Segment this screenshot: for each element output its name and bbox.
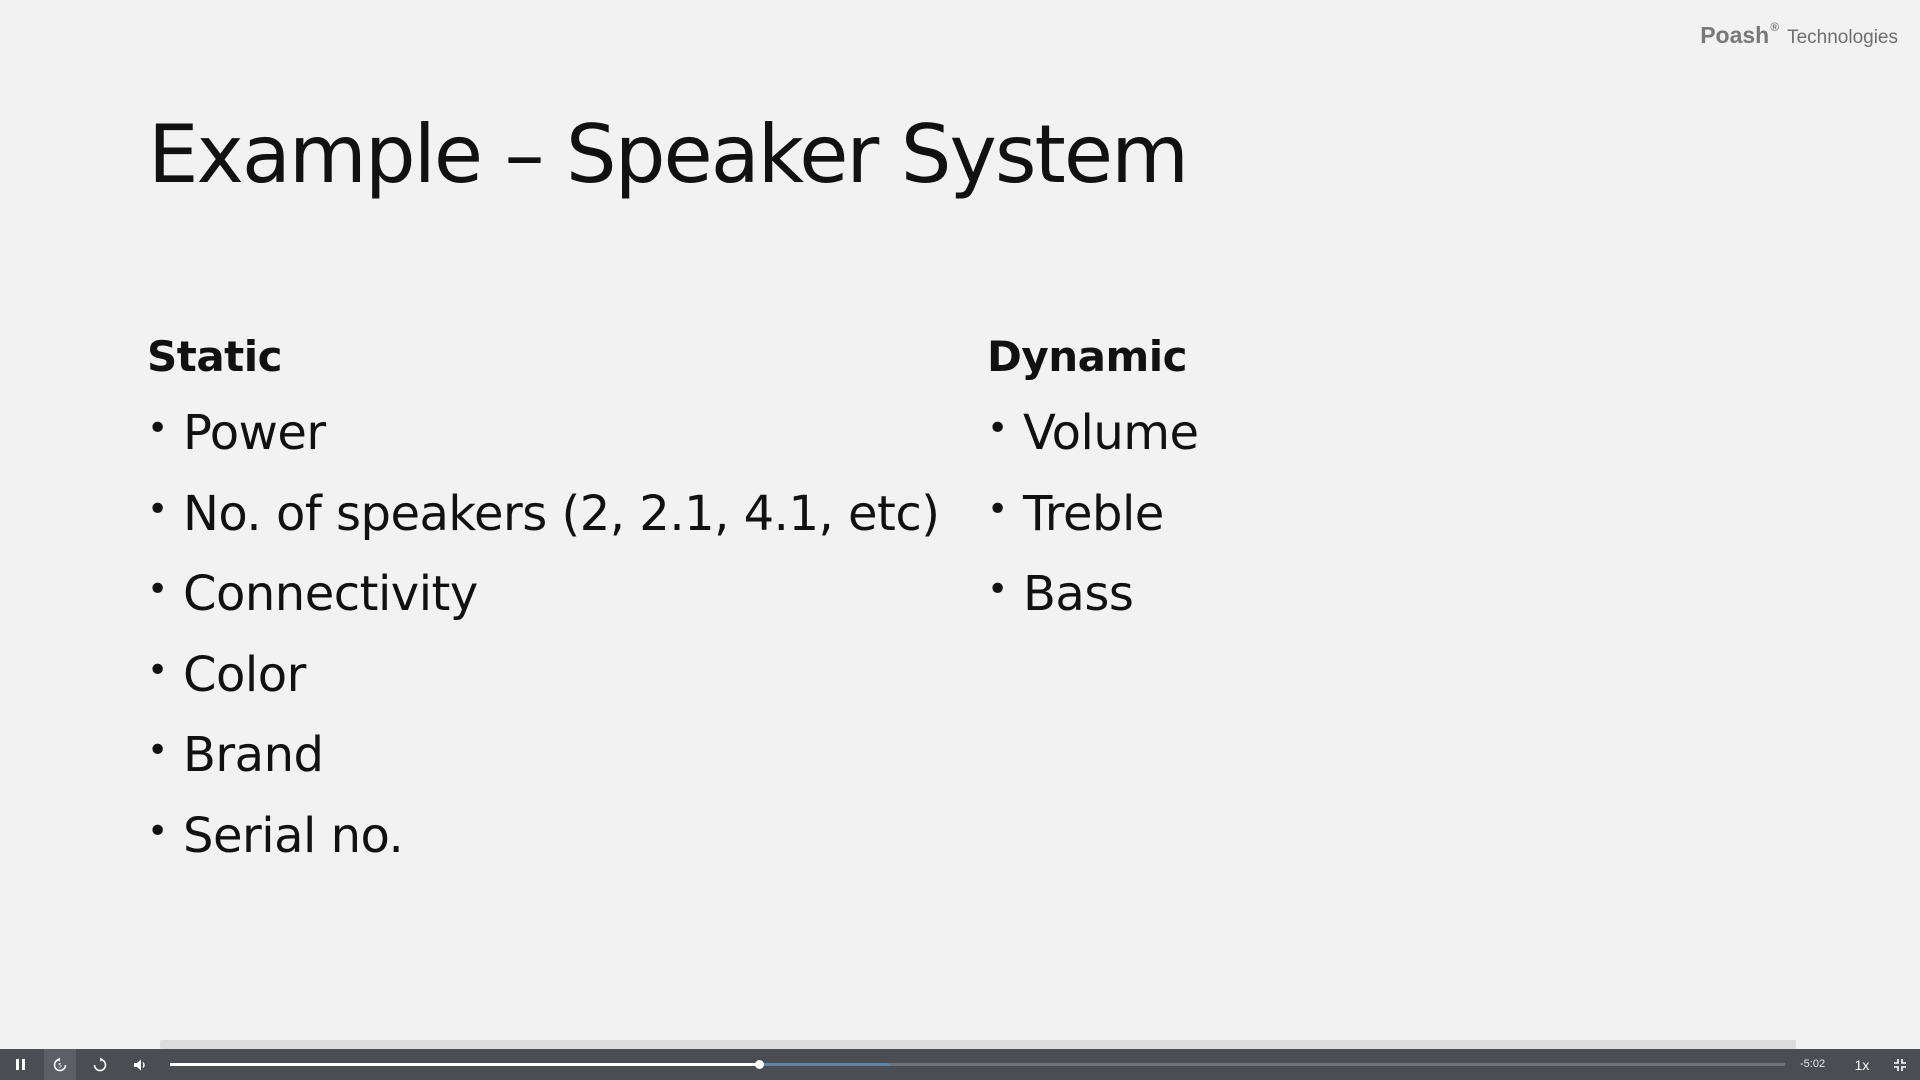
bullet-icon: • (147, 730, 168, 772)
bullet-icon: • (987, 408, 1008, 450)
dynamic-list: •Volume •Treble •Bass (987, 393, 1199, 635)
horizontal-scrollbar[interactable] (160, 1040, 1796, 1049)
progress-fill (170, 1063, 760, 1066)
static-column: Static •Power •No. of speakers (2, 2.1, … (147, 332, 940, 876)
forward-button[interactable] (84, 1049, 116, 1080)
bullet-icon: • (147, 408, 168, 450)
dynamic-column: Dynamic •Volume •Treble •Bass (987, 332, 1199, 635)
volume-icon (134, 1059, 145, 1070)
bullet-icon: • (147, 488, 168, 530)
logo-subtitle: Technologies (1787, 27, 1898, 48)
seek-bar[interactable] (170, 1060, 1785, 1069)
forward-icon (93, 1057, 107, 1071)
list-item: •Power (147, 405, 326, 462)
svg-text:5: 5 (58, 1062, 62, 1069)
bullet-icon: • (147, 569, 168, 611)
list-item: •Volume (987, 405, 1199, 462)
rewind-icon: 5 (53, 1057, 67, 1071)
exit-fullscreen-icon (1894, 1058, 1906, 1071)
slide-title: Example – Speaker System (148, 108, 1189, 201)
static-list: •Power •No. of speakers (2, 2.1, 4.1, et… (147, 393, 940, 876)
bullet-icon: • (147, 810, 168, 852)
pause-icon (15, 1059, 25, 1070)
volume-button[interactable] (124, 1049, 156, 1080)
rewind-button[interactable]: 5 (44, 1049, 76, 1080)
list-item: •Treble (987, 485, 1164, 542)
seek-handle[interactable] (755, 1060, 765, 1069)
static-heading: Static (147, 332, 283, 381)
time-remaining: -5:02 (1800, 1058, 1826, 1070)
list-item: •Brand (147, 727, 324, 784)
logo-brand: Poash® (1700, 20, 1780, 48)
bullet-icon: • (987, 488, 1008, 530)
list-item: •Color (147, 646, 306, 703)
list-item: •Bass (987, 566, 1134, 623)
pause-button[interactable] (4, 1049, 36, 1080)
bullet-icon: • (147, 649, 168, 691)
playback-speed-button[interactable]: 1x (1854, 1056, 1870, 1073)
player-controls: 5 -5:02 1x (0, 1049, 1920, 1080)
list-item: •Connectivity (147, 566, 478, 623)
list-item: •Serial no. (147, 807, 404, 864)
fullscreen-button[interactable] (1884, 1049, 1916, 1080)
bullet-icon: • (987, 569, 1008, 611)
company-logo: Poash® Technologies (1700, 20, 1898, 49)
list-item: •No. of speakers (2, 2.1, 4.1, etc) (147, 485, 940, 542)
dynamic-heading: Dynamic (987, 332, 1188, 381)
